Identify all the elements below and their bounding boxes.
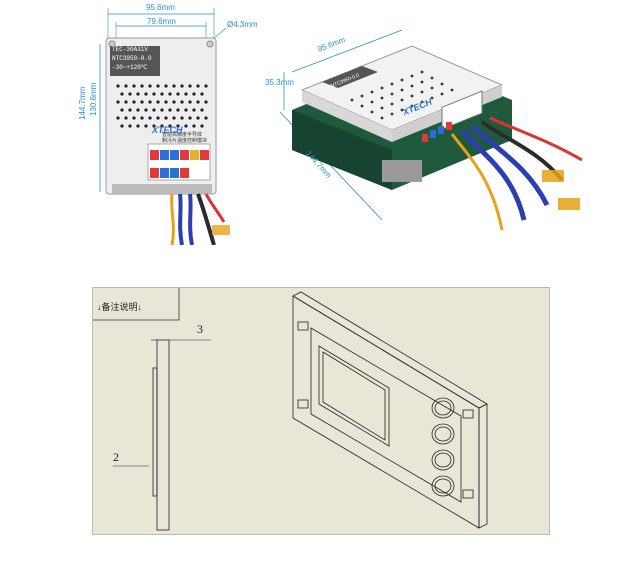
isometric-view-photo: 95.6mm 35.3mm 144.7mm TEC-30A31V NTC3950… (262, 29, 592, 245)
dim-height-inner: 130.6mm (89, 82, 98, 116)
cad-dim-3: 3 (197, 322, 203, 336)
module-ntc-label: NTC3950-0.0 (112, 55, 152, 62)
cad-dim-2: 2 (113, 450, 119, 464)
iso-dim-height: 35.3mm (265, 78, 294, 87)
cad-drawing-view: ↓备注说明↓ 3 2 (92, 287, 550, 535)
front-view-photo: 95.6mm 79.6mm Ø4.3mm 144.7mm 130.6mm TEC… (78, 0, 267, 246)
module-range-label: -30~+120℃ (112, 64, 148, 71)
brand-logo: XTECH (152, 125, 183, 135)
cad-title-block-text: ↓备注说明↓ (97, 302, 143, 312)
dim-width-inner: 79.6mm (147, 17, 176, 26)
dim-height-outer: 144.7mm (78, 86, 87, 120)
dim-hole: Ø4.3mm (227, 20, 258, 29)
module-cn-title: 智能高精度半导体 (162, 132, 203, 138)
module-model-label: TEC-30A31V (112, 46, 149, 53)
dim-width-outer: 95.6mm (146, 3, 175, 12)
module-cn-subtitle: 制冷片温度控制模块 (162, 138, 208, 144)
